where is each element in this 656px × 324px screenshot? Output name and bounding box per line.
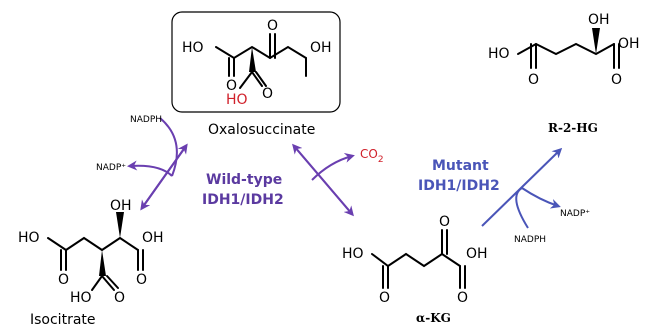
mutant-enzyme-line1: Mutant	[432, 158, 489, 174]
wt-nadp-label: NADP⁺	[96, 163, 126, 173]
iso-o-right: O	[136, 272, 147, 288]
mut-nadp-curve	[521, 187, 561, 209]
wildtype-enzyme-line2: IDH1/IDH2	[202, 192, 284, 208]
co2-label: CO2	[360, 147, 384, 165]
r2hg-name: R-2-HG	[548, 121, 598, 135]
wt-nadp-curve	[127, 160, 173, 177]
mut-nadph-curve	[515, 187, 529, 229]
oxalo-oh-right: OH	[310, 40, 332, 56]
oxalosuccinate-name: Oxalosuccinate	[208, 122, 315, 138]
iso-o-left: O	[58, 272, 69, 288]
oxalo-o-mid-bottom: O	[262, 86, 273, 102]
akg-ho-left: HO	[342, 246, 364, 262]
oxalo-ho-red: HO	[226, 92, 248, 108]
wt-co2-curve	[311, 153, 355, 181]
mutant-reaction: NADP⁺ NADPH Mutant IDH1/IDH2	[418, 147, 590, 245]
isocitrate-molecule: OH HO OH O O HO O Isocitrate	[18, 198, 164, 324]
r2hg-oh-right: OH	[618, 36, 640, 52]
iso-oh-right: OH	[142, 230, 164, 246]
iso-o-bottom: O	[114, 290, 125, 306]
akg-o-left: O	[379, 290, 390, 306]
wt-arrow-to-oxalo-2	[292, 143, 353, 215]
iso-oh-top: OH	[110, 198, 132, 214]
iso-ho-bottom: HO	[70, 290, 92, 306]
mutant-enzyme-line2: IDH1/IDH2	[418, 178, 500, 194]
r2hg-o-left: O	[528, 72, 539, 88]
akg-oh-right: OH	[466, 246, 488, 262]
mut-nadph-label: NADPH	[514, 235, 546, 245]
akg-o-top: O	[439, 214, 450, 230]
wt-nadph-label: NADPH	[130, 115, 162, 125]
wildtype-reaction: NADPH NADP⁺ CO2 Wild-type IDH1/IDH2	[96, 115, 384, 217]
oxalosuccinate-box	[171, 11, 341, 113]
mut-nadp-label: NADP⁺	[560, 209, 590, 219]
wt-arrow-to-iso	[140, 145, 187, 211]
akg-o-right: O	[457, 290, 468, 306]
r2hg-ho-left: HO	[488, 46, 510, 62]
oxalosuccinate-molecule: HO OH O O O HO Oxalosuccinate	[171, 11, 341, 138]
r2hg-molecule: OH HO OH O O R-2-HG	[488, 12, 640, 135]
r2hg-o-right: O	[611, 72, 622, 88]
oxalo-ho-left: HO	[182, 40, 204, 56]
r2hg-oh-top: OH	[588, 12, 610, 28]
oxalo-o-top: O	[267, 18, 278, 34]
isocitrate-name: Isocitrate	[30, 312, 96, 324]
akg-molecule: O HO OH O O α-KG	[342, 214, 488, 324]
oxalo-o-left-bottom: O	[226, 78, 237, 94]
wt-nadph-curve	[159, 117, 178, 177]
wildtype-enzyme-line1: Wild-type	[206, 172, 282, 188]
iso-ho-left: HO	[18, 230, 40, 246]
akg-name: α-KG	[416, 311, 451, 324]
